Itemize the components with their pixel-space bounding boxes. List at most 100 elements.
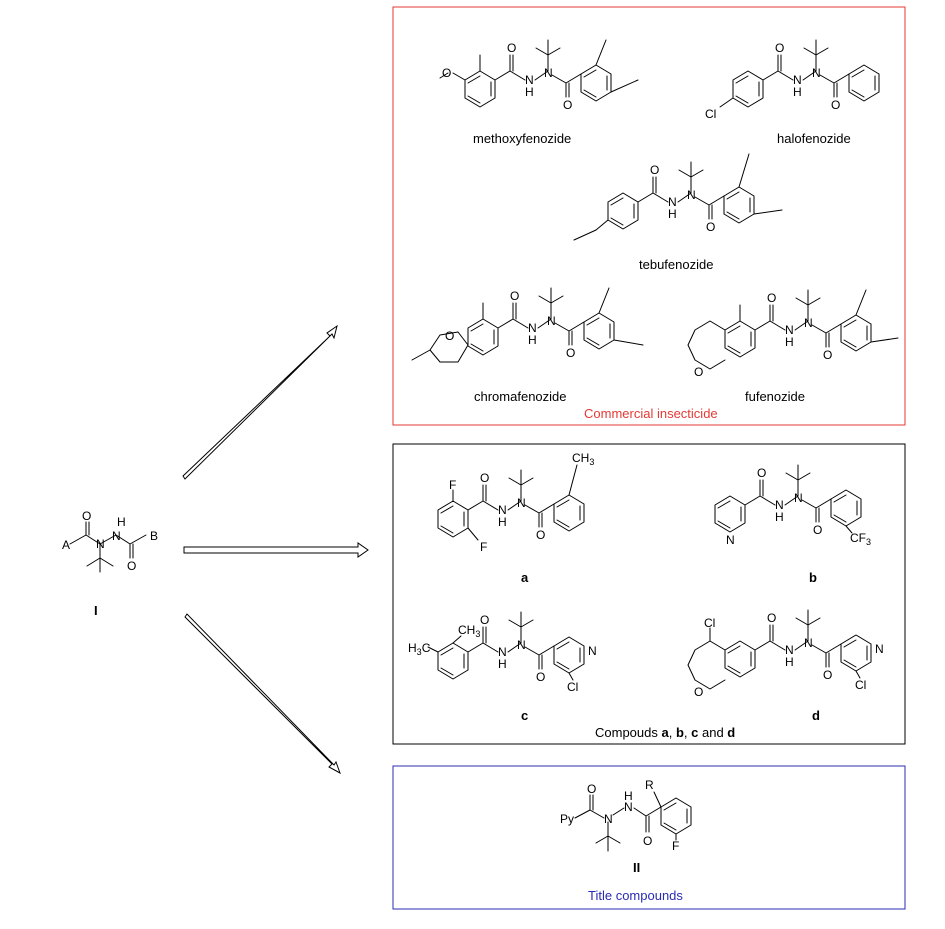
- II-R: R: [645, 778, 654, 792]
- scaffold-N2: N: [112, 529, 121, 543]
- b-NH-H: H: [775, 510, 784, 524]
- b-pyridine-N: N: [726, 533, 735, 547]
- a-F2: F: [480, 540, 487, 554]
- b-N: N: [794, 491, 803, 505]
- compound-c-label: c: [521, 708, 528, 723]
- compound-b-label: b: [809, 570, 817, 585]
- fufenozide-name: fufenozide: [745, 389, 805, 404]
- chroma-NH-N: N: [528, 321, 537, 335]
- tebu-NH-H: H: [668, 207, 677, 221]
- c-carbonyl-O: O: [480, 613, 489, 627]
- title-compound-label: II: [633, 860, 640, 875]
- compound-d-structure: Cl O O N H N O N Cl: [687, 609, 884, 699]
- d-N: N: [804, 636, 813, 650]
- c-pyridine-N: N: [588, 644, 597, 658]
- II-Py: Py: [560, 812, 574, 826]
- arrow-to-commercial: [182, 324, 338, 480]
- d-amide-O: O: [823, 668, 832, 682]
- c-NH-N: N: [498, 645, 507, 659]
- halo-N: N: [812, 66, 821, 80]
- methoxy-O: O: [442, 66, 451, 80]
- scaffold-O2: O: [127, 559, 136, 573]
- tebu-carbonyl-O: O: [650, 163, 659, 177]
- compound-b-structure: N O N H N O CF3: [714, 464, 871, 547]
- c-CH3: CH3: [458, 623, 480, 639]
- tebufenozide-structure: O N H N O: [573, 153, 783, 241]
- halo-NH-N: N: [793, 73, 802, 87]
- II-NH-N: N: [624, 800, 633, 814]
- compound-a-label: a: [521, 570, 529, 585]
- II-carbonyl-O: O: [587, 782, 596, 796]
- halo-Cl: Cl: [705, 107, 716, 121]
- tebu-N: N: [687, 188, 696, 202]
- scaffold-B: B: [150, 529, 158, 543]
- commercial-insecticide-caption: Commercial insecticide: [584, 406, 718, 421]
- halofenozide-structure: Cl O N H N O: [705, 39, 880, 121]
- a-CH3: CH3: [572, 451, 594, 467]
- chromafenozide-name: chromafenozide: [474, 389, 567, 404]
- chromafenozide-structure: O O N H N O: [411, 287, 644, 363]
- compound-d-label: d: [812, 708, 820, 723]
- fufe-amide-O: O: [823, 348, 832, 362]
- a-carbonyl-O: O: [480, 471, 489, 485]
- c-H3C: H3C: [408, 641, 431, 657]
- scaffold-O1: O: [82, 509, 91, 523]
- methoxy-N: N: [544, 66, 553, 80]
- title-compounds-caption: Title compounds: [588, 888, 683, 903]
- title-compounds-box: [392, 765, 906, 910]
- c-NH-H: H: [498, 657, 507, 671]
- halo-amide-O: O: [831, 98, 840, 112]
- d-Cl: Cl: [704, 616, 715, 630]
- fufe-carbonyl-O: O: [767, 291, 776, 305]
- II-amide-O: O: [643, 834, 652, 848]
- scaffold-H: H: [117, 515, 126, 529]
- commercial-insecticide-box: [392, 6, 906, 426]
- fufenozide-structure: O O N H N O: [687, 289, 899, 379]
- a-NH-H: H: [498, 515, 507, 529]
- d-NH-H: H: [785, 655, 794, 669]
- c-amide-O: O: [536, 670, 545, 684]
- chroma-N: N: [547, 314, 556, 328]
- d-pyridine-Cl: Cl: [855, 678, 866, 692]
- methoxy-carbonyl-O: O: [507, 41, 516, 55]
- d-carbonyl-O: O: [767, 611, 776, 625]
- compounds-box: [392, 443, 906, 745]
- halo-NH-H: H: [793, 85, 802, 99]
- b-amide-O: O: [813, 523, 822, 537]
- II-N: N: [604, 812, 613, 826]
- a-amide-O: O: [536, 528, 545, 542]
- a-NH-N: N: [498, 503, 507, 517]
- methoxy-NH-N: N: [525, 73, 534, 87]
- methoxyfenozide-structure: O O N H N O: [439, 39, 639, 112]
- d-ring-O: O: [694, 685, 703, 699]
- tebu-amide-O: O: [706, 220, 715, 234]
- scaffold-structure: A O N N H B O I: [62, 509, 158, 618]
- arrow-to-compounds: [183, 542, 369, 558]
- title-compound-structure: Py O N N H O R F: [560, 778, 692, 853]
- c-Cl: Cl: [567, 680, 578, 694]
- chroma-amide-O: O: [566, 346, 575, 360]
- halofenozide-name: halofenozide: [777, 131, 851, 146]
- fufe-N: N: [804, 316, 813, 330]
- fufe-ring-O: O: [694, 365, 703, 379]
- compound-a-structure: F F O N H N O CH3: [437, 451, 594, 554]
- II-F: F: [672, 839, 679, 853]
- chroma-NH-H: H: [528, 333, 537, 347]
- a-F1: F: [449, 478, 456, 492]
- arrow-to-title-compounds: [184, 613, 341, 775]
- fufe-NH-H: H: [785, 335, 794, 349]
- II-NH-H: H: [624, 789, 633, 803]
- chroma-carbonyl-O: O: [510, 289, 519, 303]
- tebu-NH-N: N: [668, 195, 677, 209]
- methoxy-amide-O: O: [563, 98, 572, 112]
- scaffold-A: A: [62, 538, 70, 552]
- tebufenozide-name: tebufenozide: [639, 257, 713, 272]
- scaffold-N1: N: [96, 537, 105, 551]
- chroma-ring-O: O: [445, 329, 454, 343]
- b-carbonyl-O: O: [757, 466, 766, 480]
- c-N: N: [517, 638, 526, 652]
- fufe-NH-N: N: [785, 323, 794, 337]
- d-pyridine-N: N: [875, 642, 884, 656]
